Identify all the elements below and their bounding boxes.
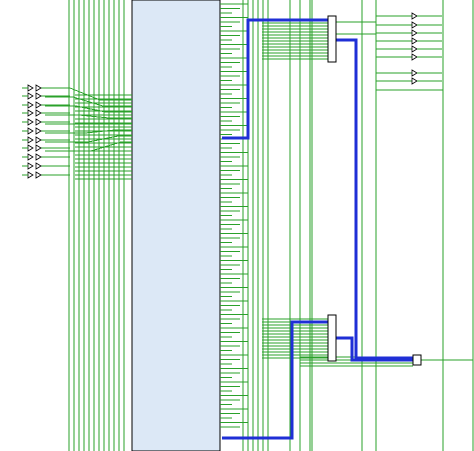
- output-port-icon[interactable]: [411, 45, 418, 53]
- wire-fan: [45, 105, 132, 113]
- logic-cells[interactable]: [327, 15, 422, 366]
- output-port-icon[interactable]: [411, 53, 418, 61]
- mux-cell-upper[interactable]: [327, 15, 337, 63]
- left-wire-fan: [41, 0, 132, 451]
- bus-routes: [222, 18, 413, 440]
- input-port-icon[interactable]: [27, 101, 34, 109]
- input-port-icon[interactable]: [27, 144, 34, 152]
- output-port-icon[interactable]: [411, 12, 418, 20]
- input-port-icon[interactable]: [27, 127, 34, 135]
- input-port-icon[interactable]: [35, 144, 42, 152]
- input-port-icon[interactable]: [27, 171, 34, 179]
- input-port-icon[interactable]: [35, 127, 42, 135]
- input-port-icon[interactable]: [35, 84, 42, 92]
- module-rect[interactable]: [131, 0, 221, 451]
- input-port-icon[interactable]: [27, 118, 34, 126]
- bus-right: [336, 38, 413, 360]
- input-port-icon[interactable]: [27, 162, 34, 170]
- output-port-icon[interactable]: [411, 77, 418, 85]
- input-port-icon[interactable]: [35, 92, 42, 100]
- mux-cell-lower[interactable]: [327, 314, 337, 362]
- wire-fan: [45, 141, 132, 152]
- input-port-icon[interactable]: [27, 92, 34, 100]
- output-port-icon[interactable]: [411, 21, 418, 29]
- wire-fan: [45, 129, 132, 134]
- output-port-icon[interactable]: [411, 29, 418, 37]
- input-port-icon[interactable]: [35, 118, 42, 126]
- bus-lower: [222, 320, 328, 440]
- input-port-icon[interactable]: [35, 109, 42, 117]
- input-port-icon[interactable]: [35, 162, 42, 170]
- output-port-icon[interactable]: [411, 37, 418, 45]
- input-port-icon[interactable]: [35, 101, 42, 109]
- input-port-icon[interactable]: [27, 109, 34, 117]
- input-port-icon[interactable]: [27, 84, 34, 92]
- input-port-icon[interactable]: [27, 153, 34, 161]
- bus-lower-out: [336, 336, 413, 362]
- output-port-icon[interactable]: [411, 69, 418, 77]
- right-wire-fan: [220, 0, 474, 451]
- wire-fan: [45, 96, 132, 107]
- wire-fan: [45, 114, 132, 119]
- wire-fan: [45, 135, 132, 143]
- input-port-icon[interactable]: [35, 136, 42, 144]
- central-module-block[interactable]: [131, 0, 221, 451]
- input-port-icon[interactable]: [35, 171, 42, 179]
- io-ports[interactable]: [22, 12, 442, 179]
- bus-upper: [222, 18, 328, 140]
- input-port-icon[interactable]: [35, 153, 42, 161]
- input-port-icon[interactable]: [27, 136, 34, 144]
- output-cell[interactable]: [412, 354, 422, 366]
